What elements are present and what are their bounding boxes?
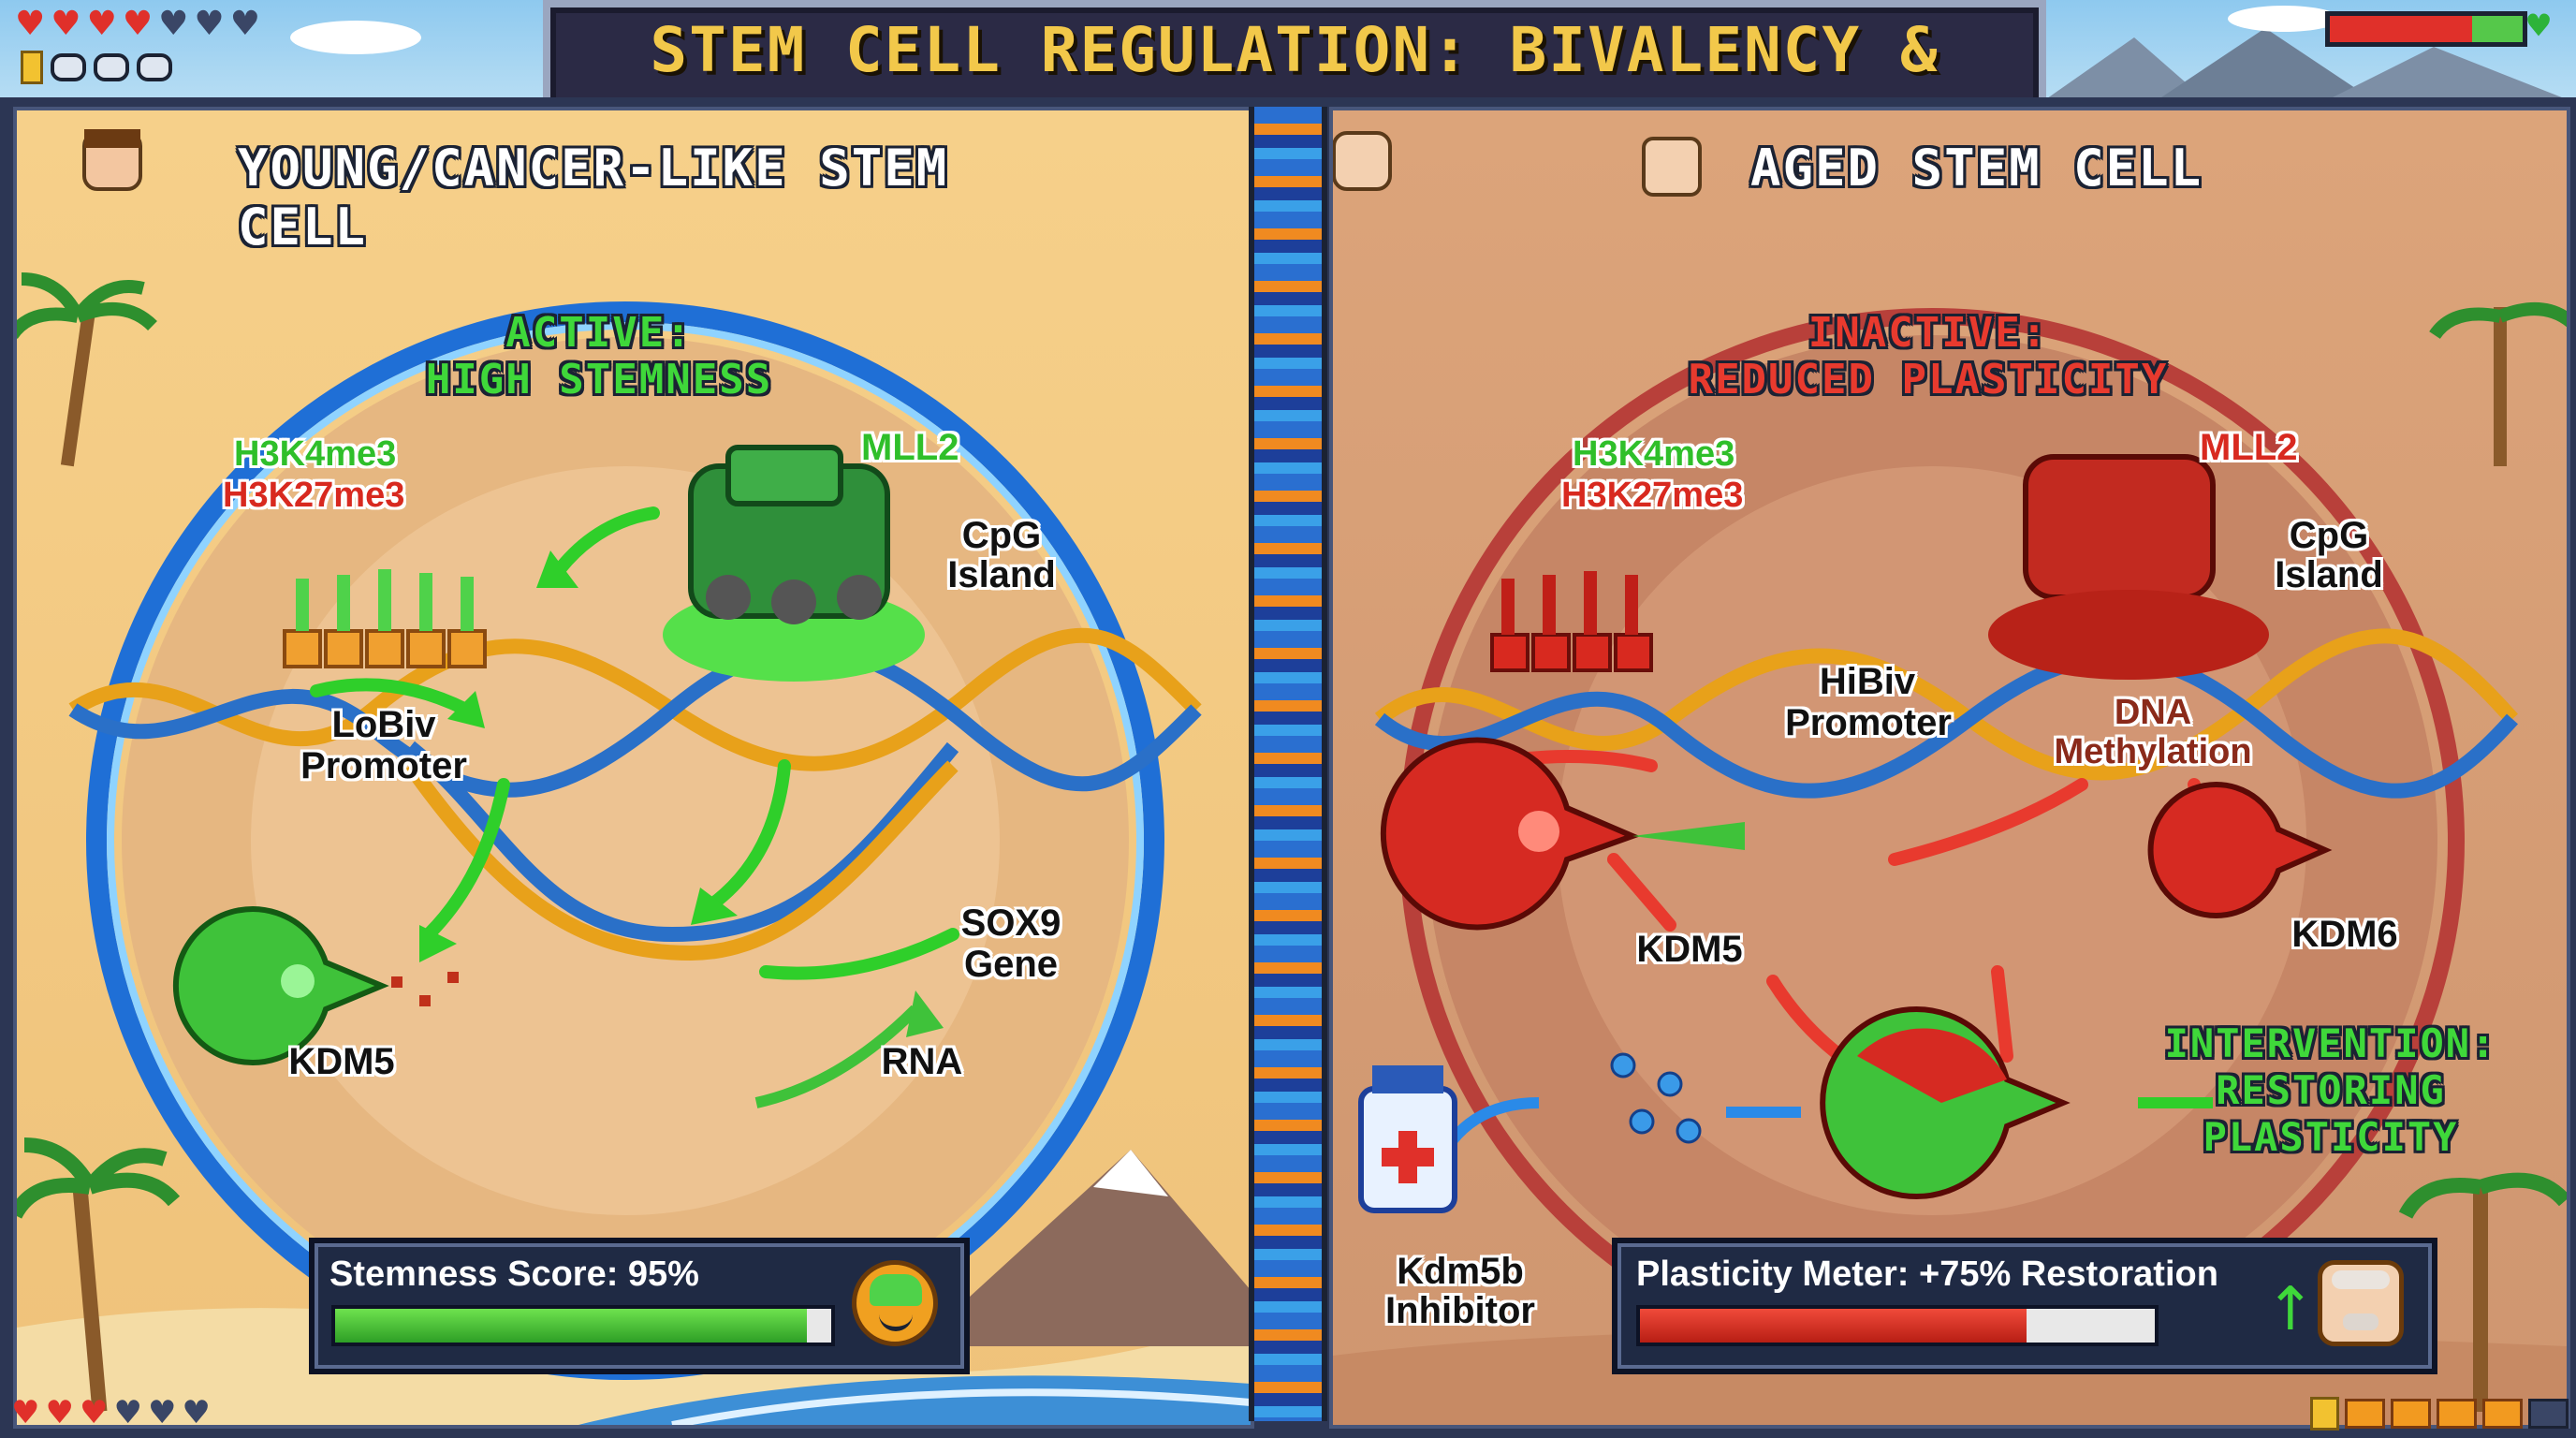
up-arrow-icon: ↑ (2265, 1275, 2316, 1344)
inhibitor-line2: Inhibitor (1385, 1290, 1535, 1331)
energy-cell (2391, 1399, 2432, 1429)
right-panel (1329, 107, 2570, 1429)
health-bar (2325, 11, 2527, 47)
sox9-line2: Gene (963, 944, 1059, 985)
page-title: STEM CELL REGULATION: BIVALENCY & AGING (650, 14, 1939, 165)
health-bar-red (2330, 16, 2472, 42)
health-bar-green (2472, 16, 2523, 42)
left-kdm5-label: KDM5 (288, 1041, 395, 1082)
energy-cell (2528, 1399, 2569, 1429)
right-cpg-line2: Island (2275, 554, 2383, 595)
lives-hearts: ♥♥♥♥♥♥♥ (15, 5, 260, 45)
kdm6-label: KDM6 (2291, 914, 2398, 955)
right-scene (1333, 131, 2567, 1425)
heart-icon: ♥ (2527, 5, 2551, 48)
right-mll2-label: MLL2 (2200, 427, 2298, 468)
intervention-line1: INTERVENTION: (2164, 1020, 2497, 1066)
elder-face-icon (2318, 1260, 2404, 1346)
heart-full-icon: ♥ (122, 5, 154, 43)
dna-methylation-line2: Methylation (2054, 732, 2252, 771)
coin-slot (51, 53, 86, 81)
right-h3k4-label: H3K4me3 (1573, 434, 1735, 474)
smiley-face-icon (852, 1260, 938, 1346)
stemness-score-track (331, 1305, 835, 1346)
right-kdm5-label: KDM5 (1636, 929, 1743, 970)
center-divider (1249, 107, 1327, 1421)
dna-methylation-line1: DNA (2114, 693, 2192, 732)
energy-cell (2482, 1399, 2524, 1429)
energy-cell (2345, 1399, 2386, 1429)
left-status-line2: HIGH STEMNESS (425, 356, 773, 404)
intervention-line2: RESTORING (2216, 1067, 2446, 1113)
coin-icon (21, 51, 43, 84)
left-mll2-label: MLL2 (861, 427, 959, 468)
energy-cell (2437, 1399, 2478, 1429)
right-cpg-line1: CpG (2289, 515, 2369, 556)
top-mountains (290, 6, 2576, 103)
left-panel (13, 107, 1254, 1429)
bottom-energy-bar (2310, 1397, 2569, 1431)
inhibitor-line1: Kdm5b (1397, 1251, 1524, 1292)
coin-slot (94, 53, 129, 81)
heart-full-icon: ♥ (45, 1394, 74, 1431)
right-promoter-line2: Promoter (1785, 702, 1952, 743)
heart-full-icon: ♥ (86, 5, 117, 43)
left-h3k4-label: H3K4me3 (234, 434, 397, 474)
heart-full-icon: ♥ (15, 5, 46, 43)
left-promoter-line1: LoBiv (331, 704, 436, 745)
left-panel-title: YOUNG/CANCER-LIKE STEM CELL (238, 139, 949, 257)
heart-empty-icon: ♥ (182, 1394, 211, 1431)
young-avatar-icon (137, 137, 193, 193)
heart-full-icon: ♥ (51, 5, 81, 43)
coin-counter (21, 51, 208, 84)
coin-slot (137, 53, 172, 81)
right-promoter-line1: HiBiv (1819, 661, 1916, 702)
left-cpg-line1: CpG (961, 515, 1042, 556)
heart-empty-icon: ♥ (158, 5, 189, 43)
plasticity-meter-fill (1640, 1309, 2027, 1343)
left-promoter-line2: Promoter (300, 745, 467, 786)
right-panel-title: AGED STEM CELL (1750, 139, 2203, 198)
left-scene (17, 129, 1251, 1425)
plasticity-meter-label: Plasticity Meter: +75% Restoration (1636, 1255, 2218, 1294)
right-status-line1: INACTIVE: (1808, 309, 2049, 357)
heart-full-icon: ♥ (11, 1394, 40, 1431)
heart-empty-icon: ♥ (113, 1394, 142, 1431)
heart-empty-icon: ♥ (229, 5, 260, 43)
hand-icon (2310, 1397, 2340, 1431)
left-status-line1: ACTIVE: (505, 309, 693, 357)
intervention-line3: PLASTICITY (2203, 1114, 2459, 1160)
right-h3k27-label: H3K27me3 (1561, 476, 1744, 515)
stemness-score-fill (335, 1309, 807, 1343)
bottom-hearts: ♥♥♥♥♥♥ (11, 1397, 255, 1434)
rna-label: RNA (881, 1041, 963, 1082)
left-cpg-line2: Island (947, 554, 1056, 595)
sox9-line1: SOX9 (960, 902, 1061, 944)
left-h3k27-label: H3K27me3 (223, 476, 405, 515)
heart-full-icon: ♥ (79, 1394, 109, 1431)
right-status-line2: REDUCED PLASTICITY (1688, 356, 2169, 404)
plasticity-meter-track (1636, 1305, 2159, 1346)
stemness-score-label: Stemness Score: 95% (329, 1255, 699, 1294)
aged-avatar-icon (1642, 137, 1702, 197)
heart-empty-icon: ♥ (194, 5, 225, 43)
heart-empty-icon: ♥ (147, 1394, 177, 1431)
